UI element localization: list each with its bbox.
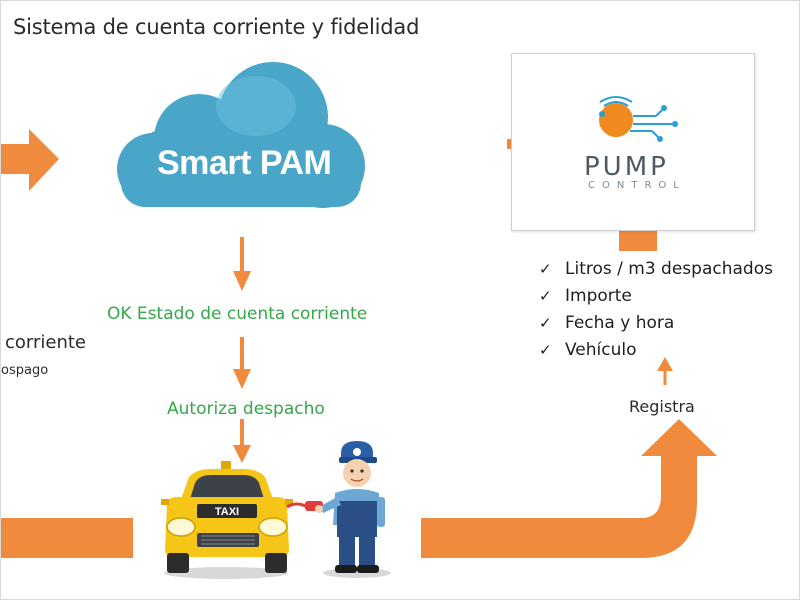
check-icon: ✓ — [539, 287, 552, 305]
down-arrow-icon — [233, 237, 251, 463]
attendant-icon — [315, 441, 391, 578]
register-label: Registra — [629, 397, 695, 416]
pump-connector-left — [507, 139, 513, 149]
pump-connector — [619, 229, 657, 251]
taxi-sign: TAXI — [215, 506, 239, 518]
step-authorize: Autoriza despacho — [167, 399, 325, 419]
pump-logo-icon — [599, 96, 678, 142]
list-item: ✓Litros / m3 despachados — [539, 259, 773, 279]
left-partial-label: corriente — [5, 332, 87, 353]
curved-flow-arrow-icon — [421, 419, 717, 558]
flow-bar-left — [1, 518, 133, 558]
list-item: ✓Vehículo — [539, 340, 637, 360]
recorded-data-list: ✓Litros / m3 despachados ✓Importe ✓Fecha… — [539, 259, 773, 367]
cloud-icon — [117, 62, 365, 208]
page-title: Sistema de cuenta corriente y fidelidad — [13, 15, 420, 39]
control-wordmark: CONTROL — [588, 180, 686, 191]
check-icon: ✓ — [539, 314, 552, 332]
left-partial-sublabel: ospago — [1, 363, 49, 378]
up-arrow-icon — [657, 357, 673, 385]
left-arrow-icon — [1, 129, 59, 191]
check-icon: ✓ — [539, 260, 552, 278]
check-icon: ✓ — [539, 341, 552, 359]
pump-control-logo-box: PUMP CONTROL — [511, 53, 755, 231]
pump-wordmark: PUMP — [584, 152, 669, 182]
list-item: ✓Importe — [539, 286, 632, 306]
step-ok-status: OK Estado de cuenta corriente — [107, 304, 368, 324]
cloud-label: Smart PAM — [157, 144, 332, 182]
list-item: ✓Fecha y hora — [539, 313, 675, 333]
